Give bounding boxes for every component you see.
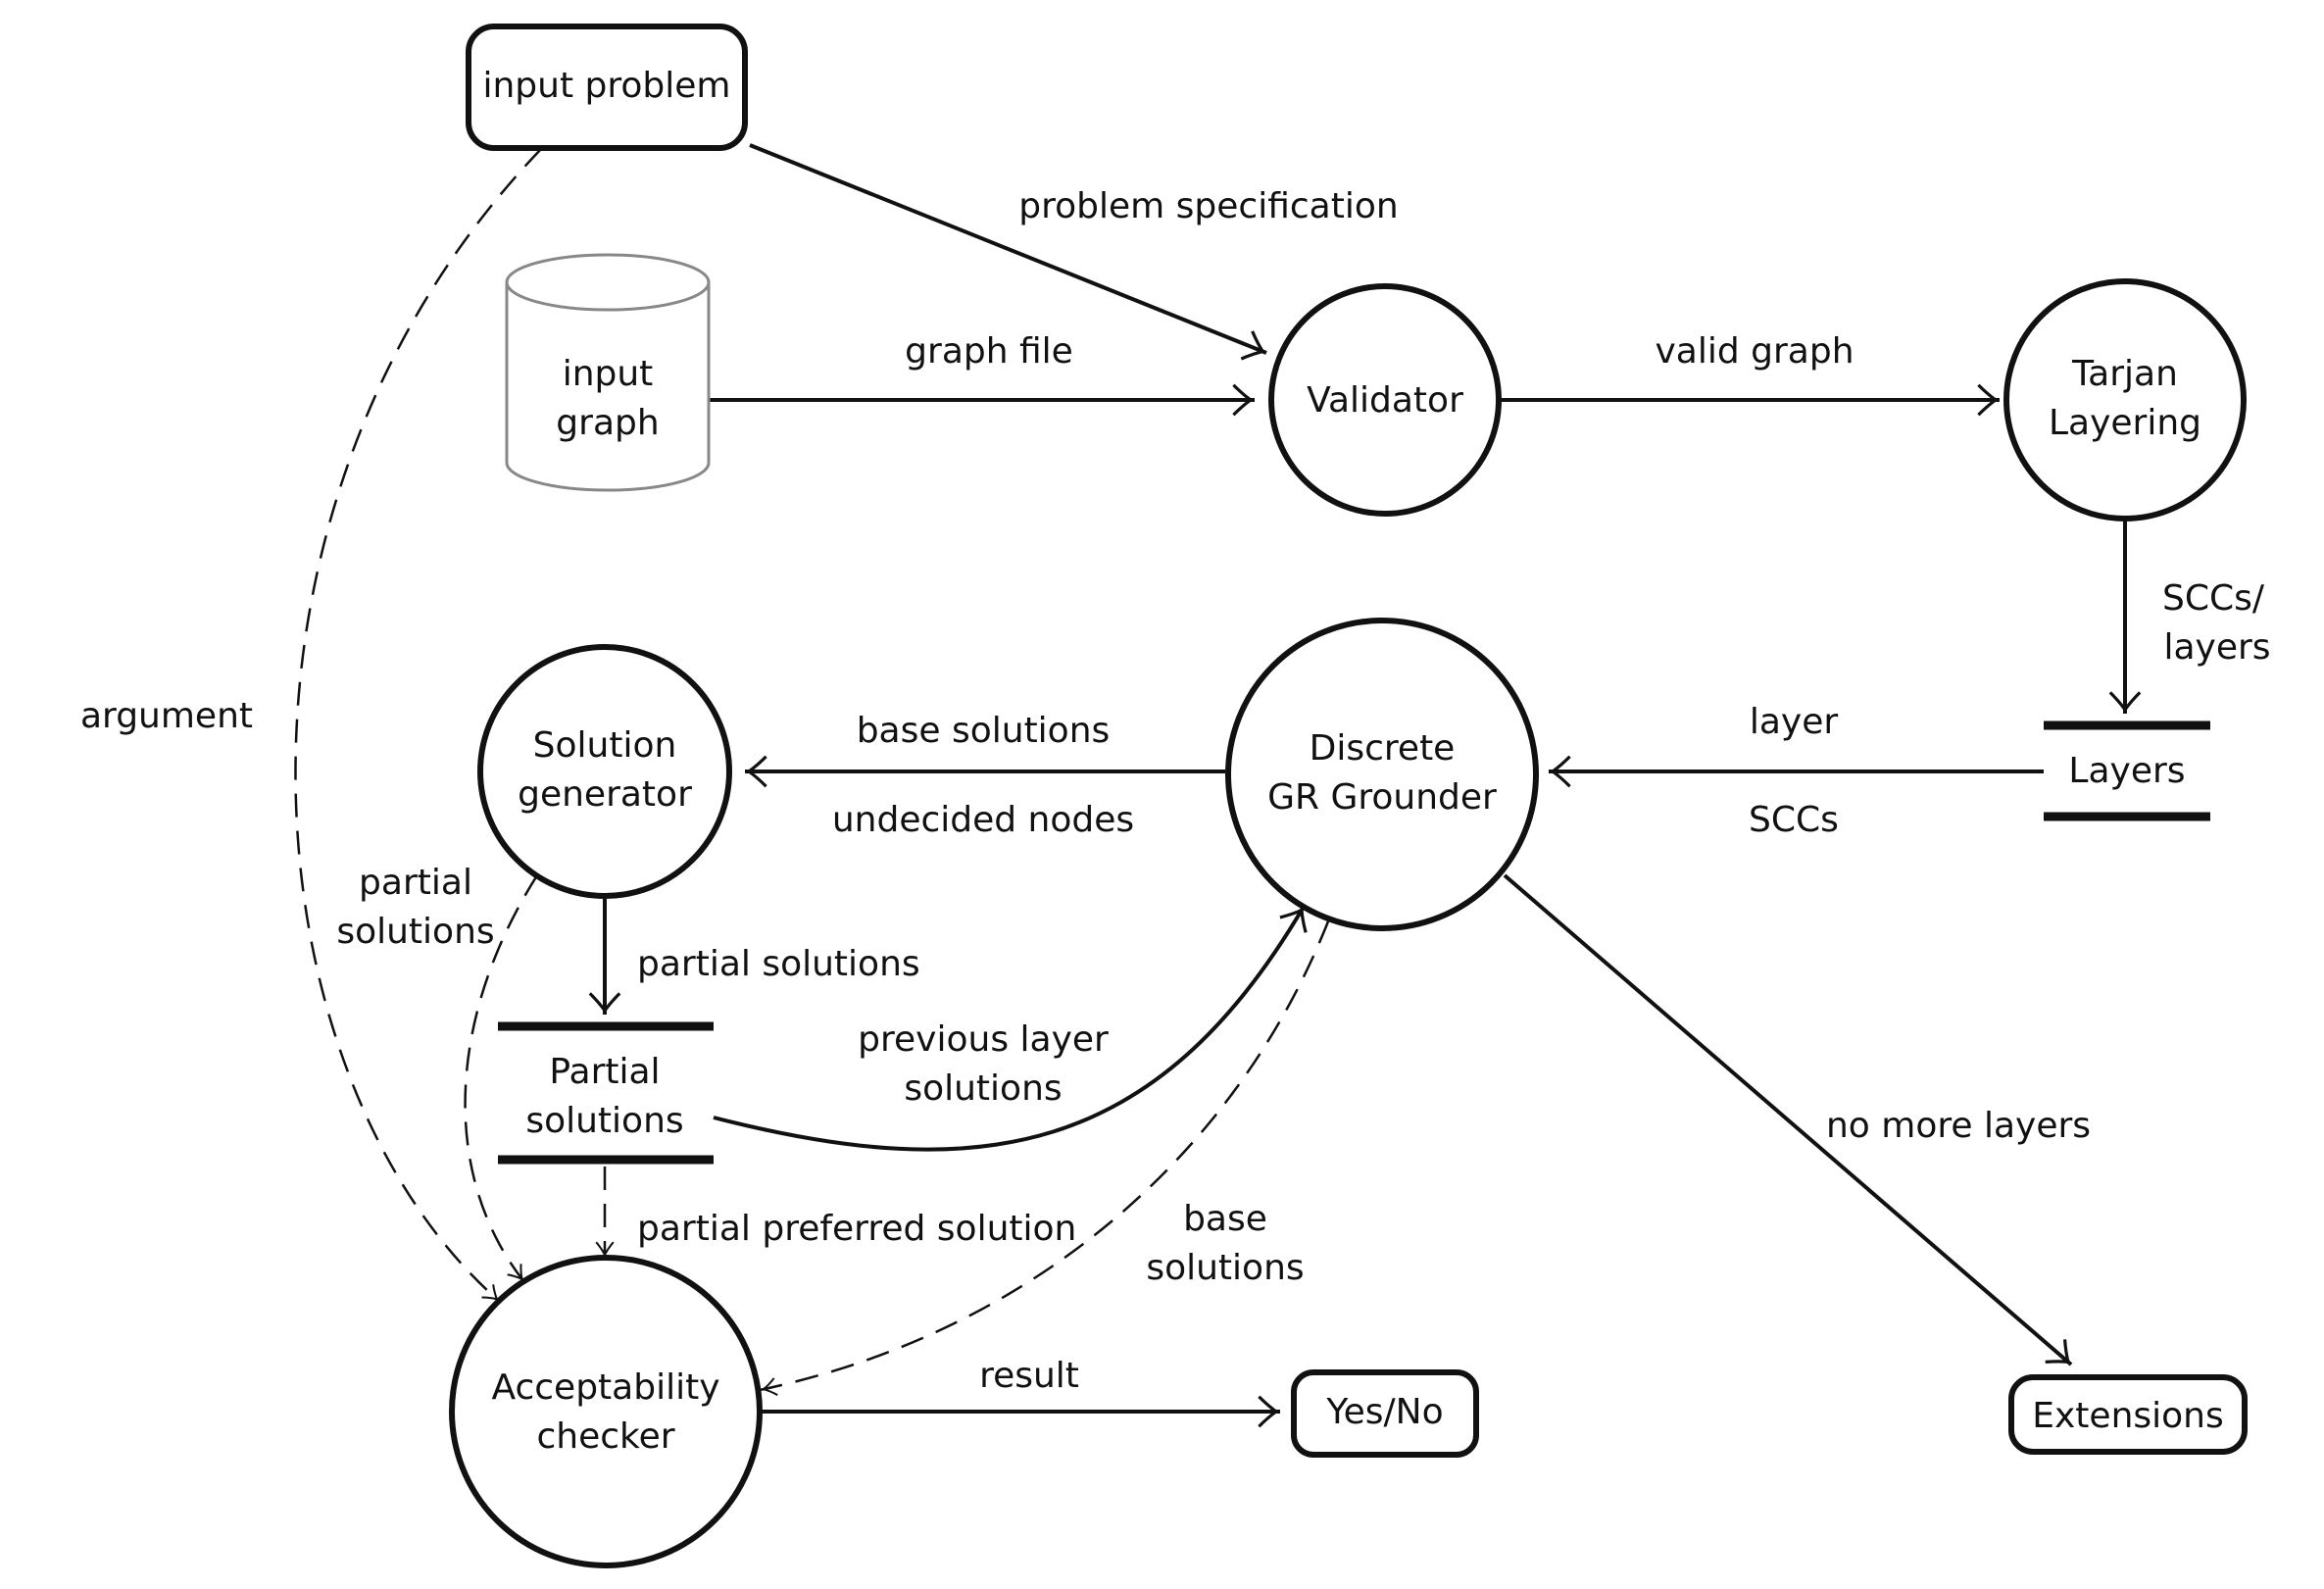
extensions-node: Extensions — [2008, 1374, 2248, 1455]
validator-node: Validator — [1268, 283, 1502, 517]
label-partial-solutions: partial solutions — [637, 944, 920, 984]
label-partial-preferred-solution: partial preferred solution — [637, 1209, 1076, 1249]
label-base-solutions: base solutions — [857, 711, 1111, 751]
label-sccs-layers-line2: layers — [2163, 627, 2270, 668]
input-graph-node: input graph — [505, 253, 711, 492]
edge-partial-solutions-dashed — [464, 874, 539, 1283]
label-valid-graph: valid graph — [1655, 331, 1854, 372]
partial-solutions-store: Partial solutions — [498, 1021, 714, 1165]
database-icon — [505, 282, 711, 492]
label-graph-file: graph file — [905, 331, 1073, 372]
label-no-more-layers: no more layers — [1826, 1106, 2091, 1146]
tarjan-layering-node: Tarjan Layering — [2003, 278, 2247, 521]
solution-generator-label-line1: Solution — [533, 725, 677, 766]
label-previous-layer-line1: previous layer — [858, 1019, 1109, 1060]
label-layer: layer — [1750, 702, 1839, 742]
grounder-label-line2: GR Grounder — [1267, 777, 1497, 818]
label-base-solutions-dashed-line1: base — [1183, 1199, 1267, 1239]
edge-base-solutions-dashed — [759, 920, 1330, 1397]
label-result: result — [979, 1356, 1079, 1396]
label-partial-solutions-dashed-line2: solutions — [336, 912, 494, 952]
label-previous-layer-line2: solutions — [904, 1068, 1062, 1109]
tarjan-label-line1: Tarjan — [2071, 354, 2178, 394]
edge-no-more-layers — [1503, 873, 2073, 1366]
acceptability-label-line1: Acceptability — [491, 1367, 719, 1408]
yes-no-label: Yes/No — [1325, 1392, 1443, 1432]
label-partial-solutions-dashed-line1: partial — [359, 863, 472, 903]
input-graph-label-line2: graph — [556, 403, 659, 443]
label-sccs: SCCs — [1749, 800, 1839, 840]
label-undecided-nodes: undecided nodes — [832, 800, 1134, 840]
edge-problem-specification — [749, 143, 1267, 361]
edge-previous-layer-solutions — [713, 905, 1308, 1152]
grounder-node: Discrete GR Grounder — [1225, 618, 1539, 931]
partial-solutions-label-line2: solutions — [525, 1101, 683, 1141]
grounder-label-line1: Discrete — [1310, 728, 1456, 769]
extensions-label: Extensions — [2032, 1396, 2224, 1436]
validator-label: Validator — [1307, 380, 1463, 421]
input-problem-label: input problem — [482, 66, 730, 106]
label-argument: argument — [80, 696, 253, 736]
layers-label: Layers — [2068, 751, 2185, 791]
solution-generator-node: Solution generator — [477, 644, 732, 899]
acceptability-checker-node: Acceptability checker — [449, 1255, 763, 1568]
input-graph-label-line1: input — [563, 354, 654, 394]
yes-no-node: Yes/No — [1291, 1369, 1479, 1458]
layers-store: Layers — [2044, 720, 2210, 821]
edge-argument — [294, 148, 542, 1303]
acceptability-label-line2: checker — [536, 1416, 674, 1457]
partial-solutions-label-line1: Partial — [549, 1052, 660, 1092]
tarjan-label-line2: Layering — [2049, 403, 2201, 443]
label-sccs-layers-line1: SCCs/ — [2162, 578, 2265, 619]
label-problem-specification: problem specification — [1018, 186, 1398, 226]
label-base-solutions-dashed-line2: solutions — [1146, 1248, 1304, 1288]
solution-generator-label-line2: generator — [518, 774, 692, 815]
input-problem-node: input problem — [466, 24, 748, 151]
